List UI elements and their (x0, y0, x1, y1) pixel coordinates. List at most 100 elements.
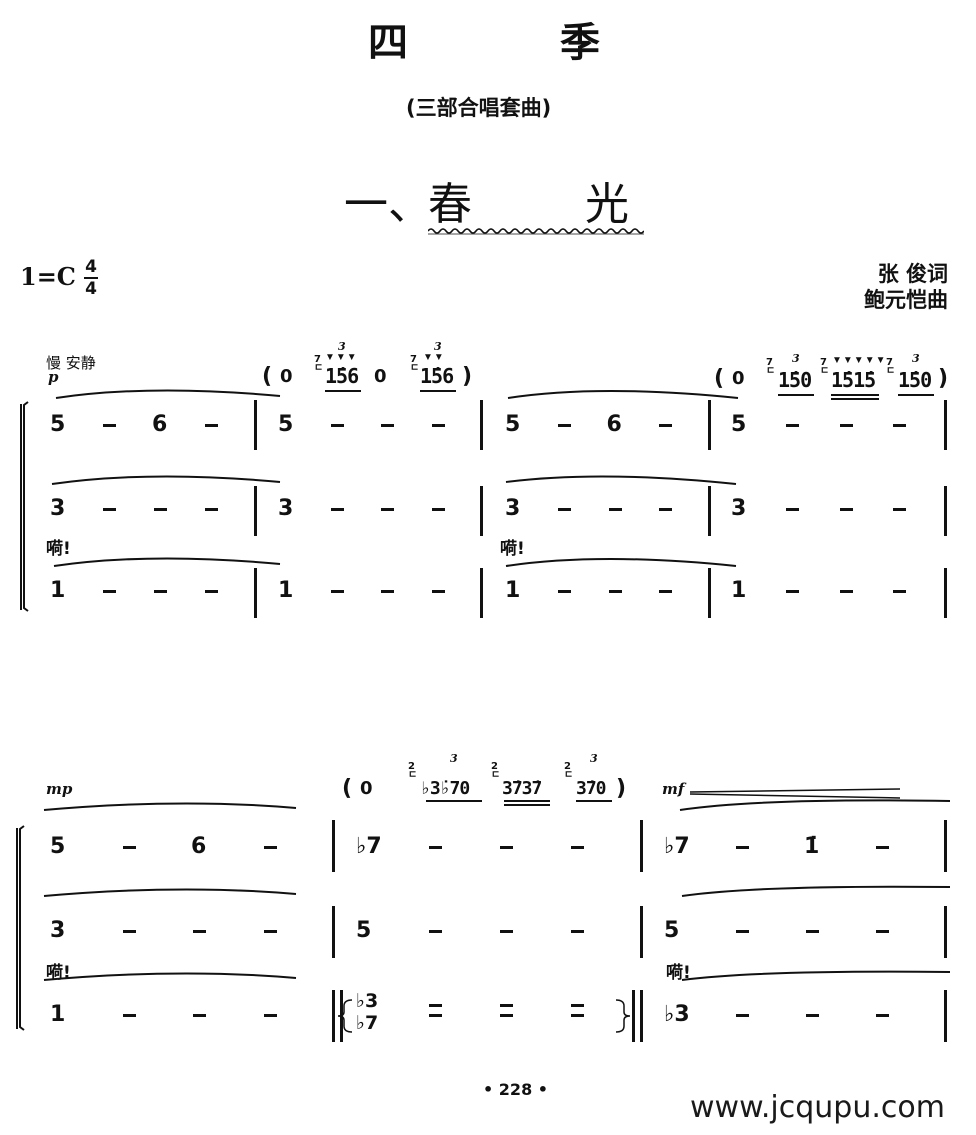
time-signature-bottom: 4 (85, 279, 97, 299)
bar-line (944, 568, 947, 618)
beam-underline (831, 398, 879, 400)
duration-dash (839, 508, 853, 511)
duration-dash (736, 930, 749, 933)
bar-line (332, 906, 335, 958)
dynamic-p: p (48, 368, 59, 386)
duration-dash (263, 846, 277, 849)
note: 1 (50, 578, 66, 603)
duration-dash (154, 508, 167, 511)
duration-dash (806, 930, 819, 933)
note: 5 (50, 412, 66, 437)
accent-marks: ▼▼▼ (325, 352, 358, 363)
duration-dash (608, 508, 622, 511)
note: 1 (505, 578, 521, 603)
beam-underline (778, 394, 814, 396)
note: 6 (606, 412, 622, 437)
duration-dash (876, 930, 889, 933)
note: 5 (664, 918, 680, 943)
note: 3 (731, 496, 747, 521)
interlude-figure: 1̇56 (325, 364, 359, 388)
bar-line (254, 568, 257, 618)
bar-line (340, 990, 343, 1042)
key-signature: 1=C (20, 262, 76, 291)
duration-dash (806, 1014, 819, 1017)
note: ♭7 (356, 834, 382, 859)
duration-dash (500, 1004, 513, 1007)
crescendo-hairpin (689, 788, 901, 799)
page-number: • 228 • (483, 1080, 548, 1099)
duration-dash (892, 508, 906, 511)
duration-dash (431, 590, 445, 593)
duration-dash (103, 424, 116, 427)
interlude-figure: ♭3̇♭70 (420, 778, 470, 799)
duration-dash (892, 590, 906, 593)
bar-line (640, 906, 643, 958)
section-title-char-2: 光 (585, 179, 629, 230)
bar-line (254, 486, 257, 536)
duration-dash (154, 590, 167, 593)
duration-dash (103, 508, 116, 511)
bar-line (332, 990, 335, 1042)
duration-dash (659, 424, 673, 427)
duration-dash (205, 424, 218, 427)
bar-line (480, 486, 483, 536)
duration-dash (193, 930, 206, 933)
bar-line (640, 820, 643, 872)
duration-dash (876, 846, 889, 849)
bar-line (332, 820, 335, 872)
chord-note: ♭7 (356, 1012, 379, 1034)
note: 3 (278, 496, 294, 521)
paren-close: ) (938, 366, 949, 391)
duration-dash (330, 590, 344, 593)
duration-dash (876, 1014, 889, 1017)
paren-close: ) (462, 364, 473, 389)
tempo-marking: 慢 安静 (46, 354, 96, 372)
duration-dash (381, 590, 394, 593)
dynamic-mp: mp (46, 780, 73, 798)
note: 3 (50, 918, 66, 943)
bar-line (944, 400, 947, 450)
bar-line (708, 568, 711, 618)
duration-dash (659, 590, 673, 593)
duration-dash (659, 508, 673, 511)
bar-line (254, 400, 257, 450)
duration-dash (839, 590, 853, 593)
duration-dash (122, 1014, 136, 1017)
duration-dash (786, 590, 800, 593)
paren-open: ( (262, 364, 273, 389)
bar-line (480, 400, 483, 450)
beam-underline (898, 394, 934, 396)
duration-dash (500, 930, 513, 933)
note: 3 (505, 496, 521, 521)
duration-dash (431, 424, 445, 427)
title-char-1: 四 (368, 20, 408, 66)
interlude-rest: 0 (360, 778, 373, 799)
interlude-figure: 1̇50 (778, 368, 812, 392)
note: 1 (731, 578, 747, 603)
chord-brace (337, 999, 631, 1033)
subtitle: (三部合唱套曲) (406, 96, 552, 120)
note: 5 (278, 412, 294, 437)
duration-dash (786, 508, 800, 511)
lyric-text: 嗬! (46, 963, 71, 983)
duration-dash (736, 1014, 749, 1017)
triplet-mark: 3 (434, 340, 442, 353)
duration-dash (205, 590, 218, 593)
phrase-slurs (43, 389, 951, 981)
paren-open: ( (342, 776, 353, 801)
paren-open: ( (714, 366, 725, 391)
duration-dash (571, 1004, 584, 1007)
note: 5 (50, 834, 66, 859)
duration-dash (736, 846, 749, 849)
beam-underline (504, 800, 550, 802)
beam-underline (426, 800, 482, 802)
section-number: 一、 (344, 179, 432, 230)
time-signature: 4 4 (84, 258, 98, 298)
duration-dash (429, 1014, 442, 1017)
